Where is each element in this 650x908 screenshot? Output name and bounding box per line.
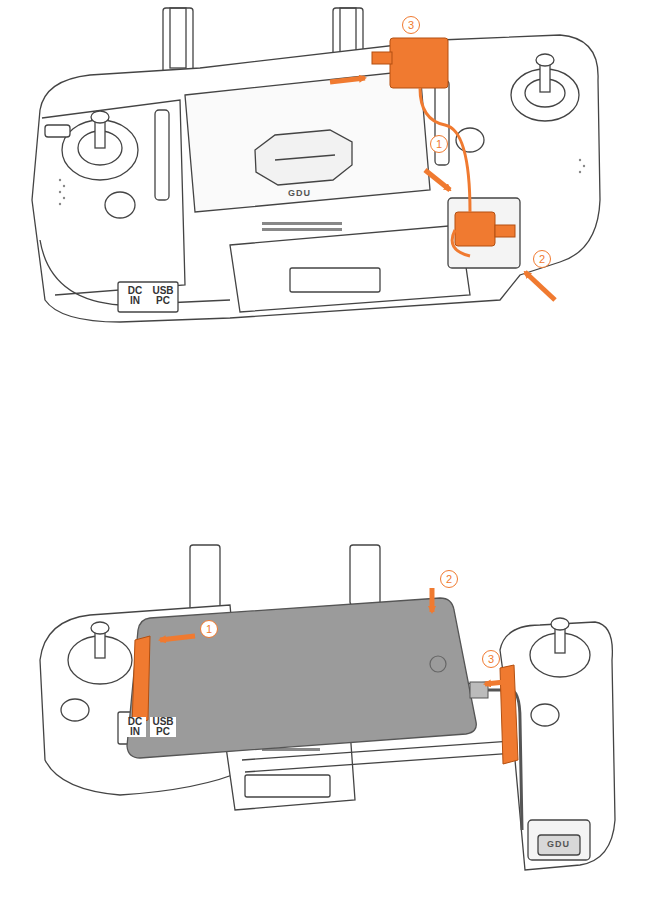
- port-label: USB PC: [150, 286, 176, 306]
- brand-logo: GDU: [547, 839, 570, 849]
- brand-logo: GDU: [288, 188, 311, 198]
- callout-number: 1: [200, 620, 218, 638]
- callout-number: 2: [440, 570, 458, 588]
- callout-number: 3: [482, 650, 500, 668]
- port-label: DC IN: [124, 286, 146, 306]
- callout-number: 2: [533, 250, 551, 268]
- port-label: USB PC: [150, 717, 176, 737]
- port-label: DC IN: [124, 717, 146, 737]
- callout-number: 1: [430, 135, 448, 153]
- callout-number: 3: [402, 16, 420, 34]
